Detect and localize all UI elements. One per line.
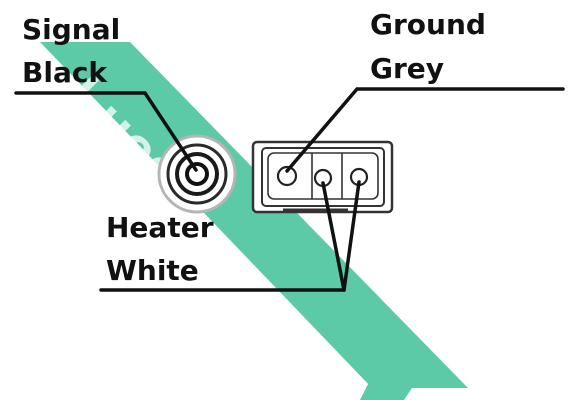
signal-leader-line	[14, 91, 198, 172]
connector-pin-cavity	[267, 152, 379, 200]
leader-lines	[14, 87, 565, 292]
three-pin-connector	[251, 140, 394, 214]
heater-label: Heater	[106, 211, 214, 244]
watermark: Lucas	[40, 42, 468, 400]
ground-pin	[276, 165, 298, 187]
ground-leader-line	[285, 87, 565, 173]
signal-terminal-ring	[166, 143, 228, 205]
signal-terminal-inner-ring	[175, 152, 219, 196]
signal-label: Signal	[22, 13, 121, 46]
heater-wire-color-label: White	[106, 254, 199, 287]
heater-leader-branch-2	[342, 180, 361, 292]
connector-inner-frame	[261, 147, 385, 207]
ground-label: Ground	[370, 8, 486, 41]
signal-terminal-pin	[185, 162, 209, 186]
signal-terminal	[157, 134, 237, 214]
ground-wire-color-label: Grey	[370, 52, 445, 85]
watermark-band	[40, 42, 468, 388]
watermark-corner-fragment	[360, 376, 420, 400]
signal-wire-color-label: Black	[22, 56, 108, 89]
heater-leader-branch-1	[321, 181, 346, 292]
